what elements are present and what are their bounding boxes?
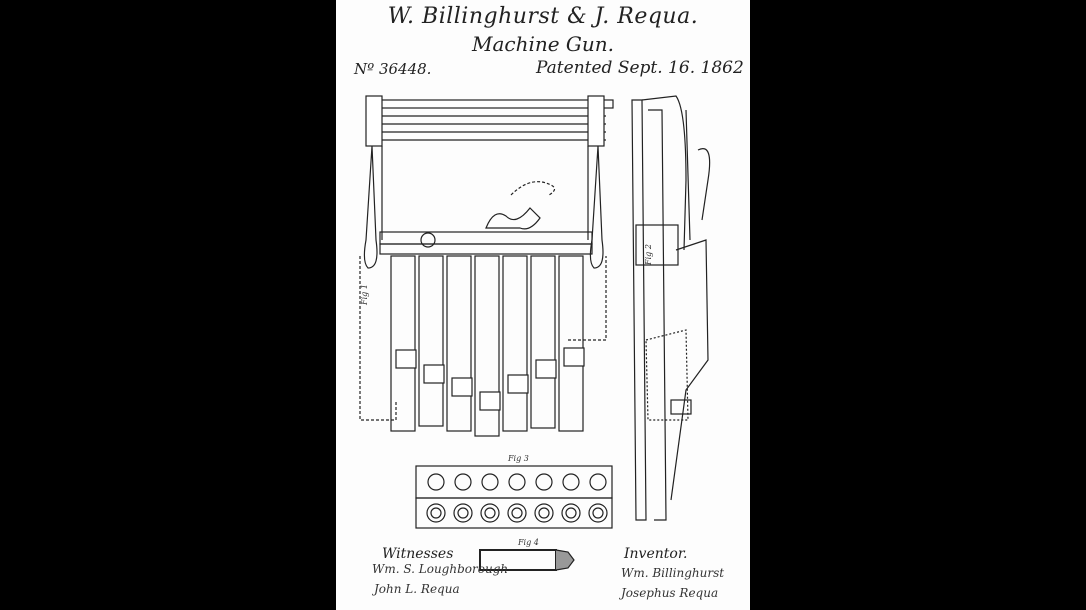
inventor-signature: Josephus Requa xyxy=(621,586,719,600)
witness-signature: John L. Requa xyxy=(374,582,460,596)
patent-date: Patented Sept. 16. 1862 xyxy=(536,58,744,78)
fig3-cartridge-strip xyxy=(415,465,613,529)
patent-number: Nº 36448. xyxy=(354,60,432,78)
fig1-front-view xyxy=(359,95,614,437)
fig4-cartridge xyxy=(479,549,575,571)
patent-subtitle: Machine Gun. xyxy=(471,32,615,56)
patent-drawing-sheet: W. Billinghurst & J. Requa. Machine Gun.… xyxy=(336,0,750,610)
fig4-label: Fig 4 xyxy=(518,538,539,547)
barrels xyxy=(390,255,585,437)
witness-signature: Wm. S. Loughborough xyxy=(372,562,509,576)
inventor-label: Inventor. xyxy=(624,546,688,562)
fig3-label: Fig 3 xyxy=(508,454,529,463)
fig2-side-view xyxy=(631,95,711,521)
witnesses-label: Witnesses xyxy=(382,546,454,562)
machine-gun-drawing xyxy=(359,95,711,571)
fig1-label: Fig 1 xyxy=(359,284,369,305)
inventor-signature: Wm. Billinghurst xyxy=(621,566,725,580)
patent-title: W. Billinghurst & J. Requa. xyxy=(387,4,699,29)
fig2-label: Fig 2 xyxy=(643,244,653,265)
